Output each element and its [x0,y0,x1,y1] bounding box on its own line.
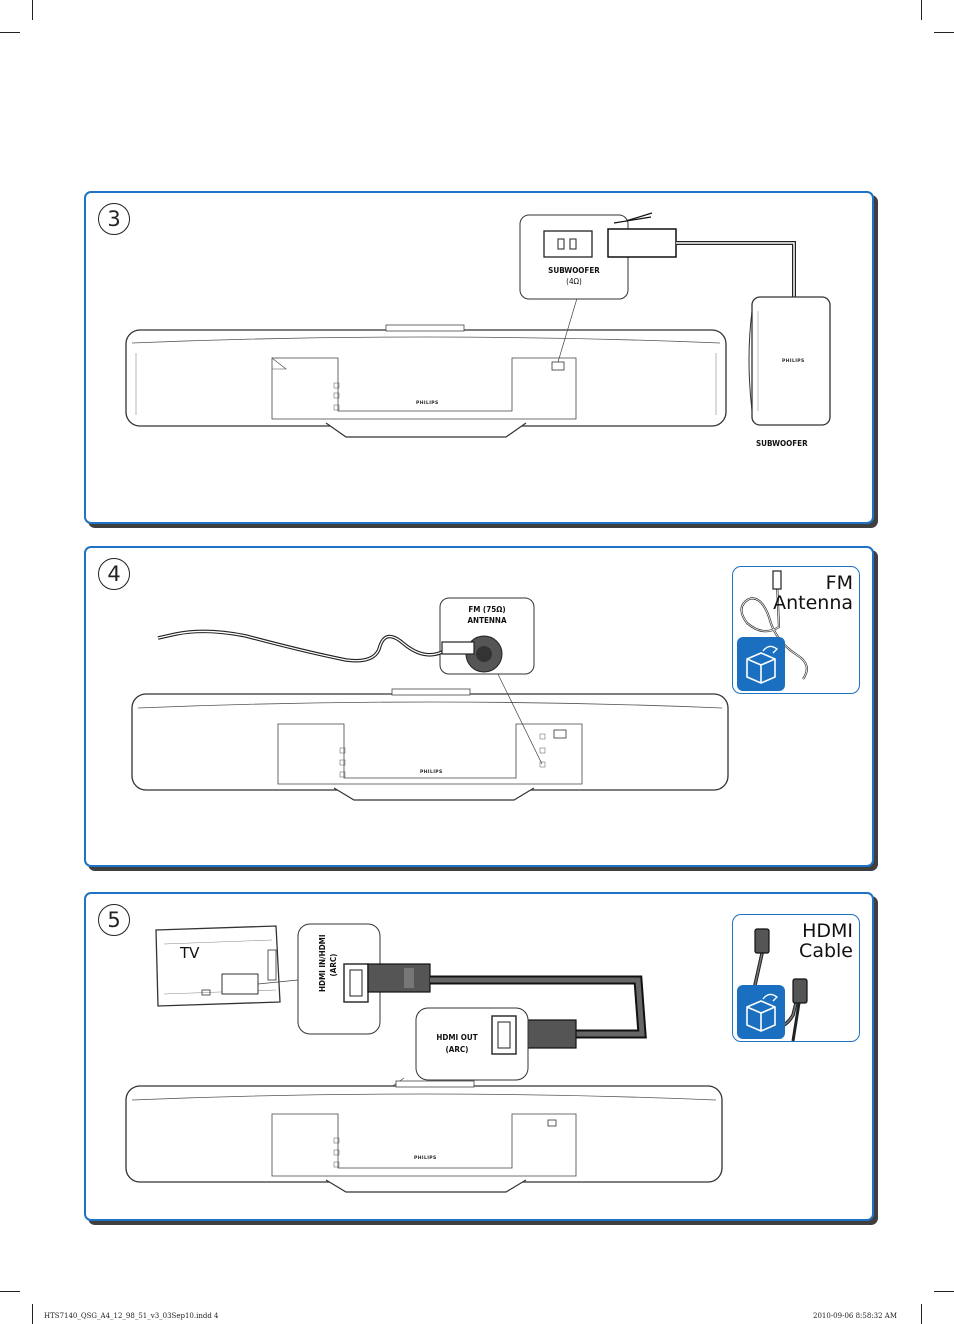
hdmi-connection-illustration [125,923,723,1193]
soundbar-brand: PHILIPS [416,401,439,406]
subwoofer-connection-illustration [125,212,831,438]
fm-antenna-port-label: FM (75Ω) ANTENNA [467,605,507,625]
crop-mark [0,32,20,33]
hdmi-cable-inset-title: HDMI Cable [799,920,853,962]
soundbar-brand: PHILIPS [420,770,443,775]
box-accessory-icon [737,637,785,691]
subwoofer-label: SUBWOOFER [756,439,808,448]
fm-antenna-inset-title: FM Antenna [773,572,853,614]
crop-mark [921,1304,922,1324]
step-3-panel: 3 SUBWOOFER (4Ω) PHILIPS PHILIPS SUBWOOF… [84,191,874,524]
crop-mark [32,1304,33,1324]
step-number: 3 [98,203,130,235]
fm-antenna-connection-illustration [131,597,729,801]
footer-timestamp: 2010-09-06 8:58:32 AM [813,1312,898,1320]
fm-antenna-wire-icon [740,570,808,680]
soundbar-hdmi-port-label: HDMI OUT (ARC) [436,1033,478,1054]
footer-file-name: HTS7140_QSG_A4_12_98_51_v3_03Sep10.indd … [44,1312,219,1320]
tv-label: TV [180,944,200,962]
tv-hdmi-port-label: HDMI IN/HDMI (ARC) [318,934,338,992]
soundbar-brand: PHILIPS [414,1156,437,1161]
step-number: 5 [98,904,130,936]
box-accessory-icon [737,985,785,1039]
crop-mark [0,1291,20,1292]
crop-mark [921,0,922,20]
crop-mark [934,32,954,33]
crop-mark [934,1291,954,1292]
crop-mark [32,0,33,20]
subwoofer-brand: PHILIPS [782,359,805,364]
hdmi-cable-accessory-inset: HDMI Cable [732,914,860,1042]
subwoofer-port-label: SUBWOOFER (4Ω) [548,266,600,286]
step-4-panel: 4 FM (75Ω) ANTENNA PHILIPS FM Antenna [84,546,874,867]
fm-antenna-accessory-inset: FM Antenna [732,566,860,694]
step-number: 4 [98,558,130,590]
step-5-panel: 5 TV HDMI IN/HDMI (ARC) HDMI OUT (ARC) P… [84,892,874,1221]
